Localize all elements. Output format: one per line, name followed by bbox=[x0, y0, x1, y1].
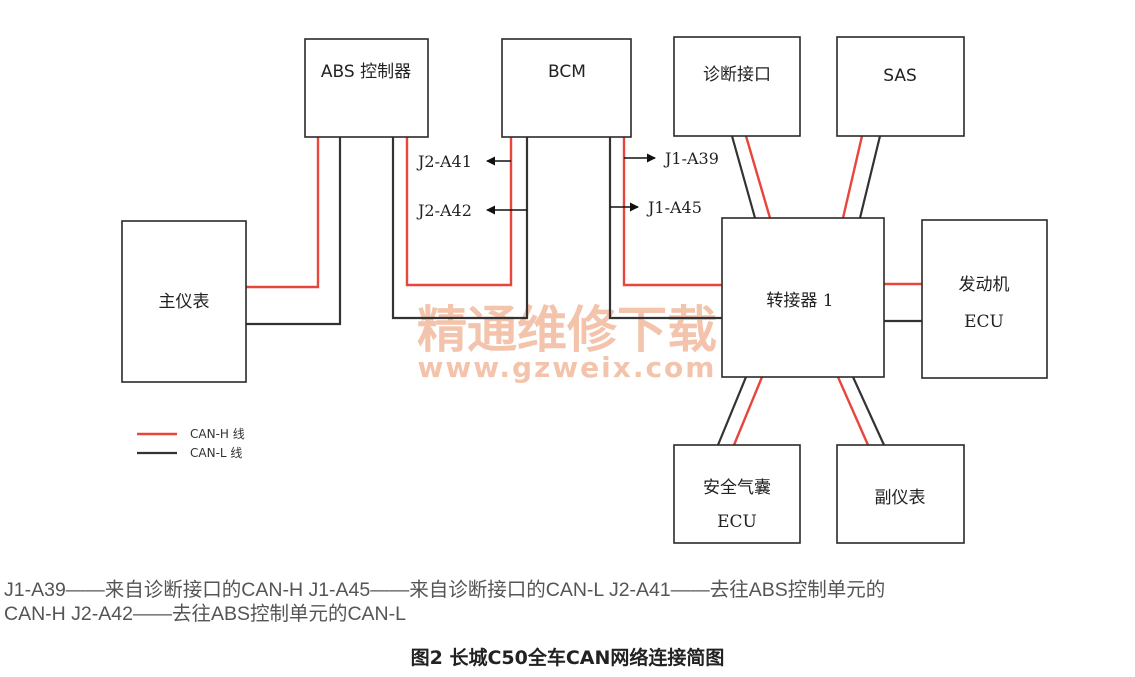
diag-can-l-wire bbox=[730, 135, 757, 219]
pin-label-j2-a41: J2-A41 bbox=[416, 152, 472, 171]
pin-labels: J2-A41 J2-A42 J1-A39 J1-A45 bbox=[416, 149, 719, 220]
bcm-label: BCM bbox=[548, 62, 586, 82]
legend-can-h-label: CAN-H 线 bbox=[190, 427, 245, 441]
main-cluster-box: 主仪表 bbox=[121, 220, 247, 383]
airbag-can-h-wire bbox=[732, 376, 764, 446]
can-h-main-wire bbox=[246, 91, 722, 289]
figure-title: 图2 长城C50全车CAN网络连接简图 bbox=[410, 647, 725, 669]
gateway-label: 转接器 1 bbox=[766, 291, 833, 311]
caption-line-2: CAN-H J2-A42——去往ABS控制单元的CAN-L bbox=[4, 603, 406, 625]
figure-caption: J1-A39——来自诊断接口的CAN-H J1-A45——来自诊断接口的CAN-… bbox=[4, 578, 1129, 626]
watermark: 精通维修下载 www.gzweix.com bbox=[417, 300, 717, 384]
watermark-url: www.gzweix.com bbox=[418, 351, 717, 384]
can-wires bbox=[246, 91, 922, 446]
subcluster-can-h-wire bbox=[836, 376, 870, 446]
pin-arrows bbox=[486, 153, 656, 215]
diagnostic-port-label: 诊断接口 bbox=[703, 65, 771, 85]
diag-can-h-wire bbox=[744, 135, 772, 219]
engine-ecu-label-1: 发动机 bbox=[959, 275, 1010, 295]
pin-label-j1-a45: J1-A45 bbox=[646, 198, 702, 217]
legend-can-l-label: CAN-L 线 bbox=[190, 446, 242, 460]
sas-can-l-wire bbox=[858, 135, 882, 219]
pin-label-j1-a39: J1-A39 bbox=[663, 149, 719, 168]
bcm-box: BCM bbox=[501, 38, 632, 138]
legend: CAN-H 线 CAN-L 线 bbox=[137, 427, 245, 460]
airbag-ecu-label-2: ECU bbox=[717, 512, 757, 532]
engine-ecu-label-2: ECU bbox=[964, 312, 1004, 332]
pin-label-j2-a42: J2-A42 bbox=[416, 201, 472, 220]
caption-line-1: J1-A39——来自诊断接口的CAN-H J1-A45——来自诊断接口的CAN-… bbox=[4, 579, 886, 601]
abs-controller-box: ABS 控制器 bbox=[304, 38, 429, 138]
diagnostic-port-box: 诊断接口 bbox=[673, 36, 801, 137]
airbag-ecu-box: 安全气囊 ECU bbox=[673, 444, 801, 544]
sas-label: SAS bbox=[883, 66, 917, 86]
watermark-text: 精通维修下载 bbox=[417, 300, 717, 359]
airbag-can-l-wire bbox=[716, 376, 748, 446]
sub-cluster-label: 副仪表 bbox=[875, 488, 926, 508]
subcluster-can-l-wire bbox=[851, 376, 886, 446]
can-l-main-wire bbox=[246, 108, 722, 326]
sas-box: SAS bbox=[836, 36, 965, 137]
modules: ABS 控制器 BCM 诊断接口 SAS 主仪表 转接器 1 发动机 ECU bbox=[121, 36, 1048, 544]
gateway-box: 转接器 1 bbox=[721, 217, 885, 378]
airbag-ecu-label-1: 安全气囊 bbox=[703, 478, 771, 498]
abs-controller-label: ABS 控制器 bbox=[321, 62, 411, 82]
main-cluster-label: 主仪表 bbox=[159, 292, 210, 312]
sas-can-h-wire bbox=[841, 135, 864, 219]
engine-ecu-box: 发动机 ECU bbox=[921, 219, 1048, 379]
sub-cluster-box: 副仪表 bbox=[836, 444, 965, 544]
